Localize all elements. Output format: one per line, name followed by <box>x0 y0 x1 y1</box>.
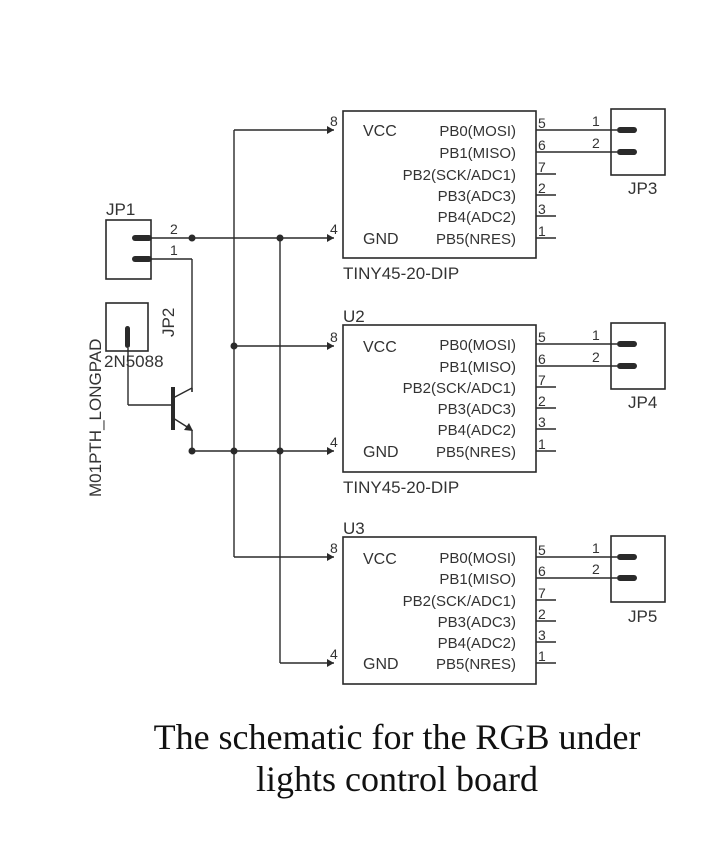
chip-u2-pb3: PB3(ADC3) <box>438 401 516 418</box>
chip-u1-pin8: 8 <box>330 113 338 129</box>
chip-u2-gnd: GND <box>363 444 399 461</box>
chip-u3-pb0: PB0(MOSI) <box>439 550 516 567</box>
chip-u2: U2 TINY45-20-DIP VCC GND PB0(MOSI) PB1(M… <box>330 307 556 497</box>
chip-u2-pin3: 3 <box>538 414 546 430</box>
chip-u1-pin5: 5 <box>538 115 546 131</box>
vcc-bus <box>233 129 334 558</box>
chip-u1-pb2: PB2(SCK/ADC1) <box>403 167 516 184</box>
chip-u3-pin3: 3 <box>538 627 546 643</box>
chip-u2-pin2: 2 <box>538 393 546 409</box>
jp3-pin2-label: 2 <box>592 135 600 151</box>
jp4-pin2-label: 2 <box>592 349 600 365</box>
chip-u3-pin8: 8 <box>330 540 338 556</box>
jp4-label: JP4 <box>628 393 657 412</box>
junction-dots <box>188 234 284 455</box>
chip-u3-gnd: GND <box>363 656 399 673</box>
chip-u1-pin7: 7 <box>538 159 546 175</box>
jp1-pin1-label: 1 <box>170 242 178 258</box>
chip-u1-pin1: 1 <box>538 223 546 239</box>
jp5-pin2-label: 2 <box>592 561 600 577</box>
chip-u2-pb1: PB1(MISO) <box>439 359 516 376</box>
chip-u2-pb0: PB0(MOSI) <box>439 337 516 354</box>
chip-u3: U3 VCC GND PB0(MOSI) PB1(MISO) PB2(SCK/A… <box>330 519 556 685</box>
chip-u2-pb2: PB2(SCK/ADC1) <box>403 380 516 397</box>
chip-u3-pb2: PB2(SCK/ADC1) <box>403 593 516 610</box>
jp3-connector: 1 2 JP3 <box>556 108 666 198</box>
chip-u1-part: TINY45-20-DIP <box>343 264 459 283</box>
chip-u1-pb3: PB3(ADC3) <box>438 188 516 205</box>
chip-u2-vcc: VCC <box>363 339 397 356</box>
chip-u1-pin4: 4 <box>330 221 338 237</box>
chip-u1-pin6: 6 <box>538 137 546 153</box>
jp4-pin1-label: 1 <box>592 327 600 343</box>
figure-caption: The schematic for the RGB under lights c… <box>0 716 714 800</box>
chip-u2-pin5: 5 <box>538 329 546 345</box>
chip-u3-pb5: PB5(NRES) <box>436 656 516 673</box>
chip-u3-pb3: PB3(ADC3) <box>438 614 516 631</box>
jp2-connector: JP2 M01PTH_LONGPAD <box>86 302 178 497</box>
transistor-label: 2N5088 <box>104 352 164 371</box>
caption-line-1: The schematic for the RGB under <box>153 717 641 757</box>
chip-u3-pb1: PB1(MISO) <box>439 571 516 588</box>
jp3-pin1-label: 1 <box>592 113 600 129</box>
chip-u2-part: TINY45-20-DIP <box>343 478 459 497</box>
chip-u1-pb5: PB5(NRES) <box>436 231 516 248</box>
jp3-label: JP3 <box>628 179 657 198</box>
chip-u2-pb5: PB5(NRES) <box>436 444 516 461</box>
caption-line-2: lights control board <box>256 759 538 799</box>
chip-u1: TINY45-20-DIP VCC GND PB0(MOSI) PB1(MISO… <box>330 110 556 283</box>
jp1-pin2-label: 2 <box>170 221 178 237</box>
chip-u2-pb4: PB4(ADC2) <box>438 422 516 439</box>
chip-u3-pin7: 7 <box>538 585 546 601</box>
transistor-q1: 2N5088 <box>104 352 193 451</box>
chip-u1-vcc: VCC <box>363 123 397 140</box>
jp2-label: JP2 <box>159 308 178 337</box>
chip-u3-pin5: 5 <box>538 542 546 558</box>
chip-u1-pin2: 2 <box>538 180 546 196</box>
chip-u2-ref: U2 <box>343 307 365 326</box>
chip-u1-gnd: GND <box>363 231 399 248</box>
chip-u3-pb4: PB4(ADC2) <box>438 635 516 652</box>
chip-u2-pin7: 7 <box>538 372 546 388</box>
jp5-pin1-label: 1 <box>592 540 600 556</box>
jp4-connector: 1 2 JP4 <box>556 322 666 412</box>
pin-arrows <box>327 126 334 667</box>
jp2-part-label: M01PTH_LONGPAD <box>86 339 105 497</box>
chip-u3-vcc: VCC <box>363 551 397 568</box>
jp1-label: JP1 <box>106 200 135 219</box>
chip-u2-pin8: 8 <box>330 329 338 345</box>
chip-u1-pb4: PB4(ADC2) <box>438 209 516 226</box>
chip-u1-pb1: PB1(MISO) <box>439 145 516 162</box>
chip-u3-pin1: 1 <box>538 648 546 664</box>
chip-u1-pin3: 3 <box>538 201 546 217</box>
gnd-bus <box>192 237 334 664</box>
jp5-connector: 1 2 JP5 <box>556 535 666 626</box>
chip-u3-pin2: 2 <box>538 606 546 622</box>
chip-u3-pin6: 6 <box>538 563 546 579</box>
chip-u1-pb0: PB0(MOSI) <box>439 123 516 140</box>
chip-u2-pin6: 6 <box>538 351 546 367</box>
chip-u2-pin1: 1 <box>538 436 546 452</box>
chip-u2-pin4: 4 <box>330 434 338 450</box>
jp5-label: JP5 <box>628 607 657 626</box>
chip-u3-pin4: 4 <box>330 646 338 662</box>
jp1-connector: JP1 2 1 <box>105 200 193 392</box>
chip-u3-ref: U3 <box>343 519 365 538</box>
